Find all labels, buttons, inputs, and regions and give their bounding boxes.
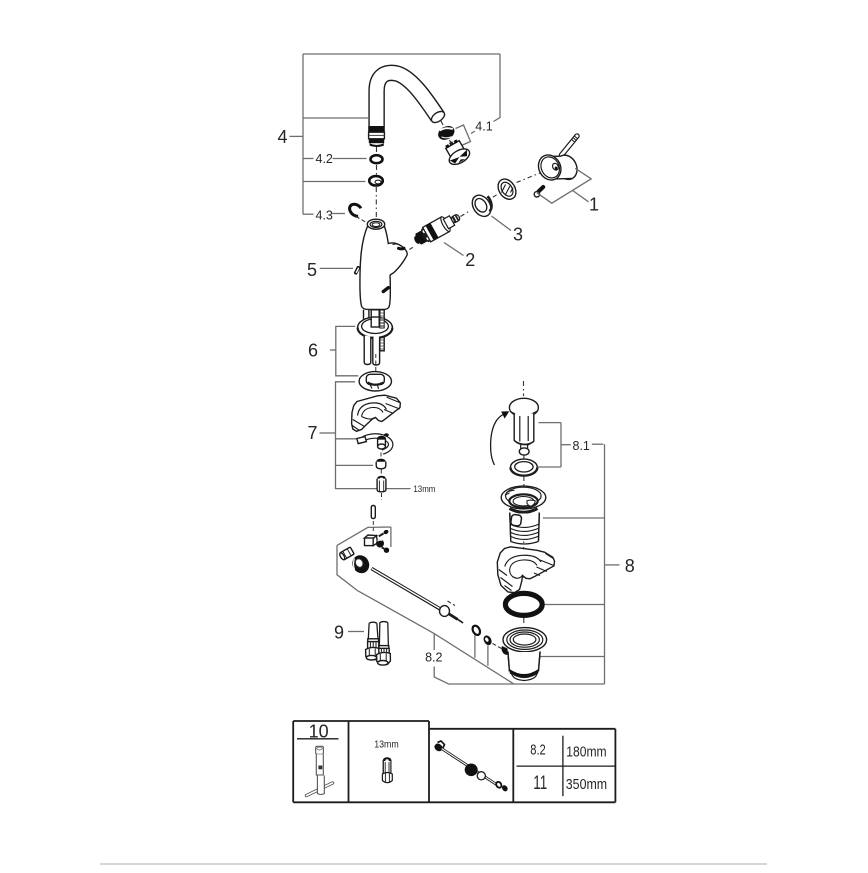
svg-text:2: 2 xyxy=(465,250,475,270)
svg-text:4: 4 xyxy=(277,127,287,147)
svg-text:8: 8 xyxy=(625,556,635,576)
svg-text:11: 11 xyxy=(533,773,547,794)
svg-text:8.2: 8.2 xyxy=(425,651,442,665)
svg-text:5: 5 xyxy=(307,260,317,280)
svg-text:4.2: 4.2 xyxy=(316,152,333,166)
svg-text:13mm: 13mm xyxy=(413,484,435,495)
svg-text:3: 3 xyxy=(513,225,523,245)
svg-text:6: 6 xyxy=(308,341,318,361)
svg-text:8.2: 8.2 xyxy=(530,742,546,758)
svg-text:7: 7 xyxy=(307,423,317,443)
svg-text:9: 9 xyxy=(334,623,344,643)
svg-text:10: 10 xyxy=(309,722,329,742)
svg-text:1: 1 xyxy=(589,195,599,215)
svg-text:13mm: 13mm xyxy=(374,739,399,750)
svg-text:180mm: 180mm xyxy=(566,745,606,761)
svg-text:350mm: 350mm xyxy=(566,777,607,793)
svg-text:4.3: 4.3 xyxy=(316,209,333,223)
svg-text:8.1: 8.1 xyxy=(573,439,590,453)
svg-text:4.1: 4.1 xyxy=(475,119,492,133)
